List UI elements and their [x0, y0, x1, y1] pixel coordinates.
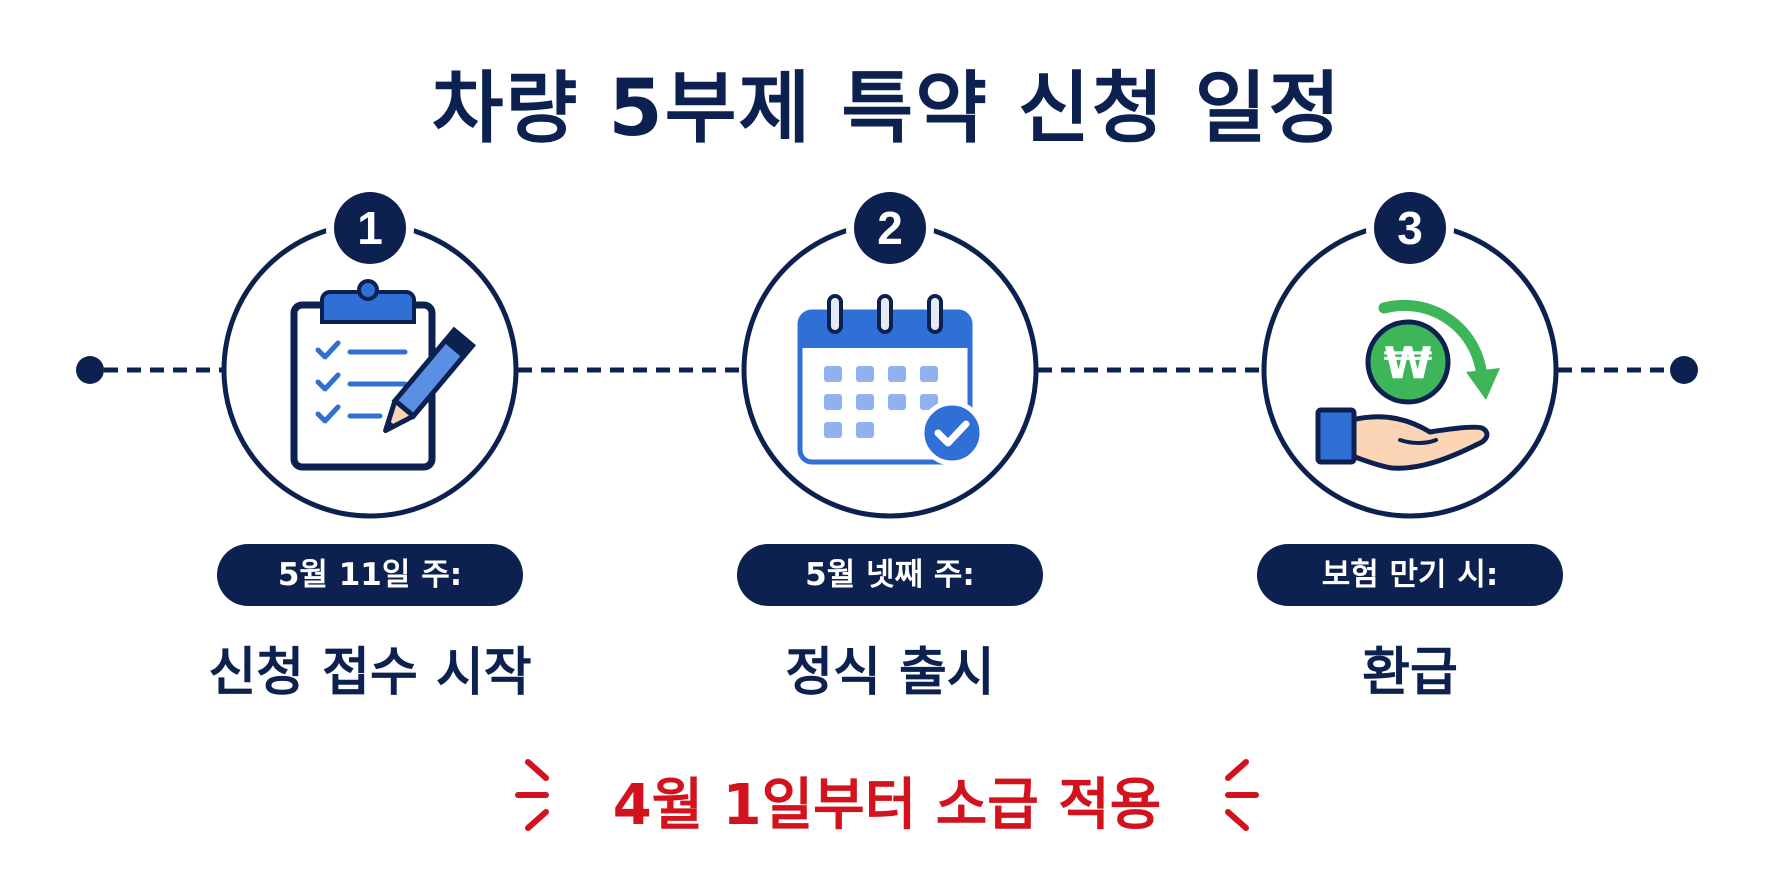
retroactive-notice: 4월 1일부터 소급 적용: [612, 773, 1162, 838]
notice-burst-right: [1225, 759, 1259, 831]
calendar-check-icon: [797, 294, 985, 466]
step-3-date-badge: 보험 만기 시:: [1257, 544, 1563, 606]
step-2-label: 정식 출시: [785, 643, 995, 703]
step-3-label: 환급: [1362, 643, 1458, 703]
step-1-date-badge: 5월 11일 주:: [217, 544, 523, 606]
step-1-label: 신청 접수 시작: [208, 643, 532, 703]
step-1-number: 1: [357, 202, 383, 254]
timeline-end-dot: [1670, 356, 1698, 384]
timeline-start-dot: [76, 356, 104, 384]
clipboard-checklist-pencil-icon: [290, 279, 477, 471]
refund-hand-won-coin-icon: ₩: [1315, 299, 1500, 471]
step-3-number: 3: [1397, 202, 1423, 254]
won-symbol: ₩: [1384, 338, 1433, 389]
page-title: 차량 5부제 특약 신청 일정: [431, 64, 1343, 154]
step-2-date-badge: 5월 넷째 주:: [737, 544, 1043, 606]
notice-burst-left: [515, 759, 549, 831]
step-1-number-marker: 1: [326, 184, 414, 272]
step-2-number-marker: 2: [846, 184, 934, 272]
step-3-number-marker: 3: [1366, 184, 1454, 272]
step-2-number: 2: [877, 202, 903, 254]
